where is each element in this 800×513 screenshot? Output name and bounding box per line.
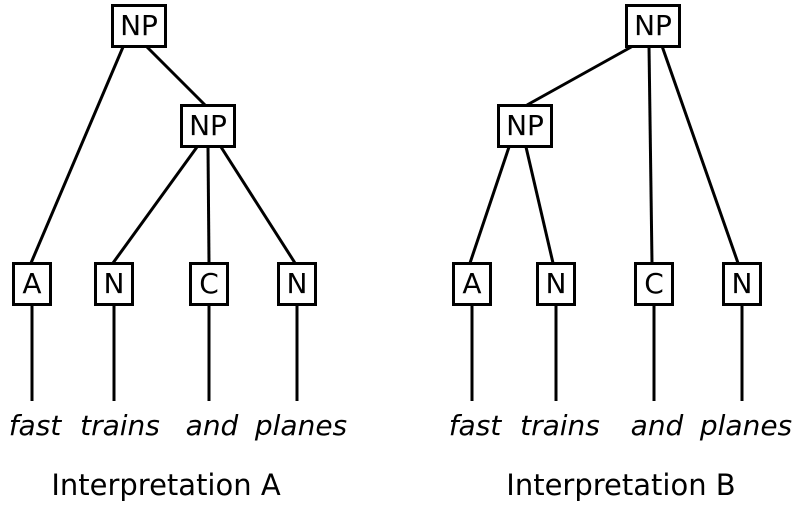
tree-b-inner-np-node: NP — [497, 104, 553, 148]
tree-a-word-trains: trains — [80, 409, 160, 442]
edge-b-root-to-n2 — [660, 45, 740, 264]
tree-a-leaf-n2-node: N — [277, 262, 317, 306]
tree-a-word-planes: planes — [254, 409, 348, 442]
tree-b-word-and: and — [630, 409, 684, 442]
tree-a-caption: Interpretation A — [51, 468, 281, 502]
tree-b-word-planes: planes — [699, 409, 793, 442]
tree-a-inner-np-node: NP — [180, 104, 236, 148]
edge-b-root-to-c — [647, 45, 654, 264]
tree-b-leaf-c-node: C — [634, 262, 674, 306]
tree-b-word-trains: trains — [520, 409, 600, 442]
edge-a-root-to-inner-np — [145, 45, 207, 107]
tree-b-caption: Interpretation B — [506, 468, 736, 502]
edge-b-root-to-inner-np — [526, 44, 634, 107]
tree-a-leaf-c-node: C — [189, 262, 229, 306]
edge-a-inner-to-n2 — [219, 146, 297, 264]
tree-b-leaf-n1-node: N — [536, 262, 576, 306]
tree-a-edges — [29, 45, 299, 401]
tree-a-root-np-node: NP — [111, 4, 167, 48]
tree-b-leaf-a-node: A — [452, 262, 492, 306]
tree-b-word-fast: fast — [448, 409, 502, 442]
edge-b-inner-to-a — [468, 146, 511, 264]
tree-b-edges — [468, 44, 744, 401]
tree-a-leaf-a-node: A — [12, 262, 52, 306]
tree-a-word-fast: fast — [8, 409, 62, 442]
edge-b-inner-to-n1 — [524, 146, 555, 264]
tree-a-word-and: and — [185, 409, 239, 442]
tree-b-leaf-n2-node: N — [722, 262, 762, 306]
tree-a-leaf-n1-node: N — [94, 262, 134, 306]
edge-a-root-to-a — [29, 46, 125, 264]
tree-b-root-np-node: NP — [625, 4, 681, 48]
edge-a-inner-to-c — [206, 146, 211, 264]
edge-a-inner-to-n1 — [111, 146, 199, 264]
